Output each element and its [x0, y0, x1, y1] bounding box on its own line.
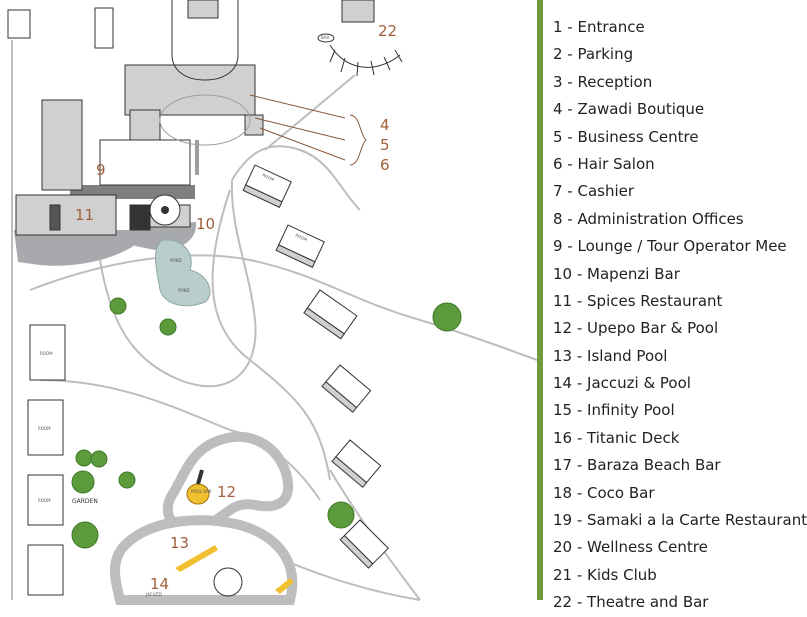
label-12: 12: [217, 483, 236, 501]
main-buildings: [7, 7, 264, 236]
walkways: [11, 40, 538, 601]
legend-item: 17 - Baraza Beach Bar: [553, 456, 721, 475]
pool-bar: [186, 483, 210, 505]
legend-item: 7 - Cashier: [553, 182, 635, 201]
legend-item: 19 - Samaki a la Carte Restaurant: [553, 511, 807, 530]
svg-text:ROOM: ROOM: [295, 232, 309, 242]
legend-item: 3 - Reception: [553, 72, 653, 91]
pond-tag: POND: [170, 258, 182, 263]
svg-text:ROOM: ROOM: [40, 351, 53, 356]
legend-list: 1 - Entrance 2 - Parking 3 - Reception 4…: [553, 14, 807, 611]
label-9: 9: [96, 161, 106, 179]
resort-map: POND POND BAR: [7, 0, 538, 605]
leader-lines: [249, 94, 367, 166]
jacuzzi-tag: JACUZZI: [145, 592, 162, 597]
label-5: 5: [380, 136, 390, 154]
legend-item: 2 - Parking: [553, 45, 634, 64]
room-tags: ROOM ROOM ROOM ROOM ROOM: [38, 172, 309, 503]
map-number-labels: 22 4 5 6 9 11 10 12 13 14: [75, 22, 397, 593]
legend-item: 20 - Wellness Centre: [553, 538, 708, 557]
legend-item: 1 - Entrance: [553, 18, 645, 36]
legend-item: 4 - Zawadi Boutique: [553, 100, 705, 119]
label-14: 14: [150, 575, 169, 593]
label-10: 10: [196, 215, 215, 233]
pond: [155, 239, 211, 307]
legend-item: 12 - Upepo Bar & Pool: [553, 319, 719, 338]
garden-label: GARDEN: [72, 498, 98, 505]
legend-item: 14 - Jaccuzi & Pool: [553, 374, 691, 393]
trees: [71, 297, 462, 549]
theatre-building: [317, 0, 403, 77]
legend-item: 22 - Theatre and Bar: [553, 593, 709, 612]
legend-item: 10 - Mapenzi Bar: [553, 264, 680, 283]
label-11: 11: [75, 206, 94, 224]
legend-item: 11 - Spices Restaurant: [553, 291, 723, 310]
pool-deck: [175, 545, 218, 572]
island-pool: [110, 515, 298, 605]
legend-item: 21 - Kids Club: [553, 565, 657, 584]
label-6: 6: [380, 156, 390, 174]
legend-item: 13 - Island Pool: [553, 346, 668, 365]
upepo-pool: [162, 431, 294, 535]
label-22: 22: [378, 22, 397, 40]
room-blocks: [27, 164, 389, 596]
svg-text:ROOM: ROOM: [38, 426, 51, 431]
legend-item: 9 - Lounge / Tour Operator Mee: [553, 237, 787, 256]
svg-text:ROOM: ROOM: [262, 172, 276, 182]
legend-item: 8 - Administration Offices: [553, 209, 744, 228]
legend-divider: [537, 0, 543, 600]
label-13: 13: [170, 534, 189, 552]
legend-item: 18 - Coco Bar: [553, 483, 655, 502]
legend-item: 16 - Titanic Deck: [553, 428, 680, 447]
pool-bar-tag: POOL BAR: [191, 489, 212, 494]
legend-item: 6 - Hair Salon: [553, 154, 655, 173]
legend-item: 15 - Infinity Pool: [553, 401, 675, 420]
reception-entrance: [159, 0, 251, 175]
legend-item: 5 - Business Centre: [553, 127, 699, 146]
pond-tag-2: POND: [178, 288, 190, 293]
svg-text:ROOM: ROOM: [38, 498, 51, 503]
label-4: 4: [380, 116, 390, 134]
restaurant-terrace: [14, 230, 135, 266]
bar-tag: BAR: [321, 35, 329, 40]
